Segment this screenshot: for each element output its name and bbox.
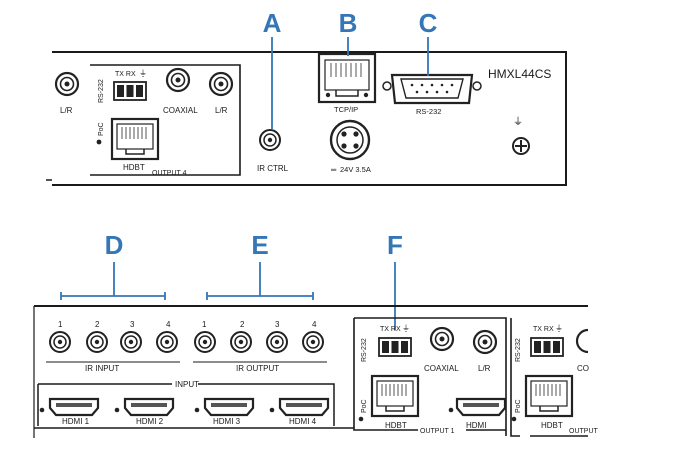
ground-symbol: ⏚ <box>513 116 523 128</box>
rs232-label: RS-232 <box>416 107 441 116</box>
lr-jack-right <box>208 71 234 97</box>
out1-rs232-vertical: RS-232 <box>361 338 368 362</box>
top-panel: L/R RS-232 TX RX ⏚ COAXIAL L/R PoC HDBT … <box>46 51 567 186</box>
poc-led <box>96 139 102 145</box>
svg-text:⏚: ⏚ <box>555 324 563 333</box>
rs232-db9-port <box>382 73 482 105</box>
output4-label: OUTPUT 4 <box>152 170 187 177</box>
out2-rs232-block <box>530 337 564 357</box>
ir-ctrl-jack <box>259 129 281 151</box>
output4-module-outline <box>90 64 241 176</box>
output2-label: OUTPUT <box>569 428 599 435</box>
callout-f: F <box>387 230 403 330</box>
ir-output-num-2: 2 <box>240 320 245 329</box>
power-label: 24V 3.5A <box>340 165 371 174</box>
input-box-outline <box>37 383 335 426</box>
hdmi-4-label: HDMI 4 <box>289 417 317 426</box>
ir-output-label: IR OUTPUT <box>236 364 279 373</box>
hdmi-input-3 <box>203 397 255 417</box>
rs232-terminal-block-out4 <box>113 81 147 101</box>
lr-right-label: L/R <box>215 106 228 115</box>
hdmi-1-label: HDMI 1 <box>62 417 90 426</box>
output2-module-outline <box>510 318 588 437</box>
hdmi-input-4 <box>278 397 330 417</box>
hdmi-2-label: HDMI 2 <box>136 417 164 426</box>
callout-c-letter: C <box>419 8 438 38</box>
callout-c: C <box>419 8 438 76</box>
hdbt-label-out4: HDBT <box>123 163 145 172</box>
out2-tx-rx-label: TX RX <box>533 326 554 333</box>
callout-a: A <box>263 8 282 129</box>
callout-d: D <box>60 230 166 300</box>
rs232-vertical-label: RS-232 <box>98 79 105 103</box>
bottom-panel: 1 2 3 4 IR INPUT 1 2 3 4 IR OUTPUT INPUT <box>33 305 599 438</box>
callout-a-letter: A <box>263 8 282 38</box>
svg-text:⏚: ⏚ <box>402 324 410 333</box>
ir-input-num-3: 3 <box>130 320 135 329</box>
ir-input-jacks <box>49 331 178 353</box>
out2-poc-label: PoC <box>515 399 522 413</box>
dc-symbol: ═ <box>330 165 337 174</box>
out2-hdbt-port <box>524 374 574 418</box>
out1-hdmi-label: HDMI <box>466 421 486 430</box>
callout-d-letter: D <box>105 230 124 260</box>
ir-output-num-3: 3 <box>275 320 280 329</box>
ir-input-label: IR INPUT <box>85 364 119 373</box>
out1-coaxial-jack <box>429 326 455 352</box>
out1-lr-jack <box>472 329 498 355</box>
ground-symbol-small: ⏚ <box>139 69 147 78</box>
hdmi-input-2 <box>123 397 175 417</box>
out1-tx-rx-label: TX RX <box>380 326 401 333</box>
callout-e: E <box>206 230 314 300</box>
out1-hdbt-port <box>370 374 420 418</box>
output1-module-outline <box>353 317 507 436</box>
coaxial-label-out4: COAXIAL <box>163 106 198 115</box>
callout-b-letter: B <box>339 8 358 38</box>
hdmi-input-1 <box>48 397 100 417</box>
out2-hdbt-label: HDBT <box>541 421 563 430</box>
tcp-ip-port <box>317 52 377 104</box>
poc-label-out4: PoC <box>98 122 105 136</box>
tx-rx-label: TX RX <box>115 71 136 78</box>
ir-ctrl-label: IR CTRL <box>257 164 289 173</box>
out1-lr-label: L/R <box>478 364 491 373</box>
ir-output-num-1: 1 <box>202 320 207 329</box>
out1-coaxial-label: COAXIAL <box>424 364 459 373</box>
callout-b: B <box>339 8 358 56</box>
coaxial-jack-out4 <box>165 67 191 93</box>
ir-input-num-1: 1 <box>58 320 63 329</box>
out2-coaxial-jack-partial <box>575 328 589 354</box>
top-chassis-outline <box>52 51 567 186</box>
input-label: INPUT <box>175 380 199 389</box>
hdbt-port-out4 <box>110 117 160 161</box>
ir-output-jacks <box>194 331 324 353</box>
ir-input-num-2: 2 <box>95 320 100 329</box>
out2-rs232-vertical: RS-232 <box>515 338 522 362</box>
out2-coaxial-label: CO <box>577 364 589 373</box>
model-name: HMXL44CS <box>488 67 551 81</box>
output1-label: OUTPUT 1 <box>420 428 455 435</box>
out1-poc-label: PoC <box>361 399 368 413</box>
lr-left-label: L/R <box>60 106 73 115</box>
hdmi-3-label: HDMI 3 <box>213 417 241 426</box>
power-connector <box>329 119 371 161</box>
callout-e-letter: E <box>251 230 268 260</box>
lr-jack-left <box>54 71 80 97</box>
ir-input-num-4: 4 <box>166 320 171 329</box>
tcp-ip-label: TCP/IP <box>334 105 358 114</box>
output1-rs232-block <box>378 337 412 357</box>
ir-output-num-4: 4 <box>312 320 317 329</box>
callout-f-letter: F <box>387 230 403 260</box>
ground-screw <box>512 137 530 155</box>
out1-hdmi-port <box>455 397 507 417</box>
out1-hdbt-label: HDBT <box>385 421 407 430</box>
